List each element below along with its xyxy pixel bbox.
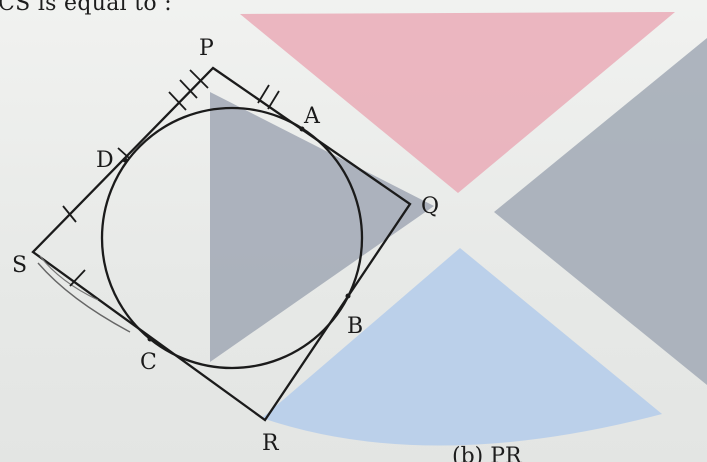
pink-triangle [240,12,675,193]
tick-ps-1 [168,91,187,111]
label-s: S [12,253,28,278]
option-b-text: (b) PR [452,444,522,462]
blue-bottom-fan [262,248,662,446]
pencil-arc-2 [39,255,99,301]
label-q: Q [421,194,440,219]
tick-pq-1 [257,84,270,104]
tick-ds-1 [62,205,77,223]
label-d: D [96,148,114,173]
tick-pq-2 [267,90,280,110]
label-b: B [347,314,364,339]
question-header: CS is equal to : [0,0,172,16]
inscribed-circle [100,106,364,370]
label-c: C [140,350,157,375]
point-d-dot [122,157,128,163]
label-a: A [304,104,320,129]
label-r: R [262,431,279,456]
quadrilateral-pqrs [31,66,412,422]
tick-ps-3 [189,69,209,89]
point-c-dot [147,336,153,342]
tick-dc-1 [117,147,130,159]
tick-sc-1 [69,269,86,287]
point-b-dot [345,293,351,299]
point-a-dot [299,126,305,132]
pencil-arc [37,262,131,333]
tick-ps-2 [179,79,198,99]
tick-marks [62,69,280,287]
gray-right-wedge [494,38,707,385]
gray-left-wedge [210,92,434,362]
label-p: P [199,36,214,61]
